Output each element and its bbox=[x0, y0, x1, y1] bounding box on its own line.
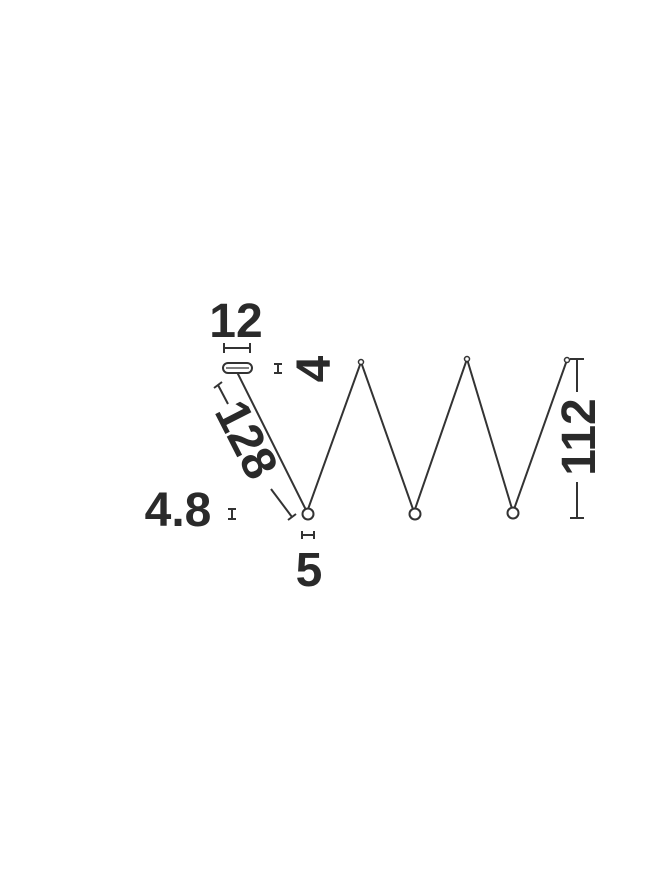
total-drop-label: 112 bbox=[553, 398, 606, 475]
ceiling-canopy bbox=[222, 362, 253, 374]
anchor-point bbox=[463, 355, 471, 363]
cable-length-label: 128 bbox=[204, 392, 288, 487]
suspension-wire bbox=[236, 355, 568, 516]
canopy-diameter-label: 12 bbox=[209, 295, 262, 348]
lamp-bulb bbox=[408, 507, 422, 521]
anchor-point bbox=[357, 358, 365, 366]
canopy-height-label: 4 bbox=[288, 355, 341, 382]
lamp-bulb bbox=[301, 507, 315, 521]
canopy-height-marker bbox=[274, 363, 282, 374]
bulb-height-marker bbox=[228, 508, 236, 520]
bulb-height-label: 4.8 bbox=[145, 484, 212, 537]
total-drop-marker bbox=[570, 358, 584, 519]
canopy-diameter-marker bbox=[223, 343, 251, 353]
bulb-diameter-label: 5 bbox=[296, 544, 323, 597]
cable-length-marker bbox=[213, 381, 297, 521]
bulb-diameter-marker bbox=[301, 531, 315, 539]
anchor-point bbox=[563, 356, 571, 364]
lamp-bulb bbox=[506, 506, 520, 520]
